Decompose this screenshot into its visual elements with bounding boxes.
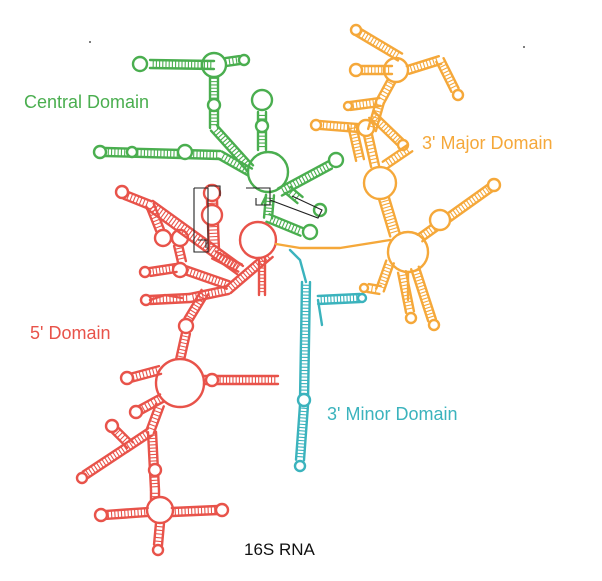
three-prime-minor-domain-structure [288, 248, 368, 473]
highlight-outline [193, 185, 323, 253]
central-domain-label: Central Domain [24, 92, 150, 112]
three-prime-major-domain-label: 3' Major Domain [422, 133, 553, 153]
central-domain-structure [92, 51, 345, 241]
five-prime-domain-label: 5' Domain [30, 323, 111, 343]
three-prime-minor-domain-label: 3' Minor Domain [327, 404, 458, 424]
three-prime-major-domain-structure [274, 23, 502, 332]
five-prime-domain-structure [75, 183, 280, 557]
speck-dot [523, 46, 525, 48]
speck-dot [89, 41, 91, 43]
diagram-caption: 16S RNA [244, 540, 315, 559]
